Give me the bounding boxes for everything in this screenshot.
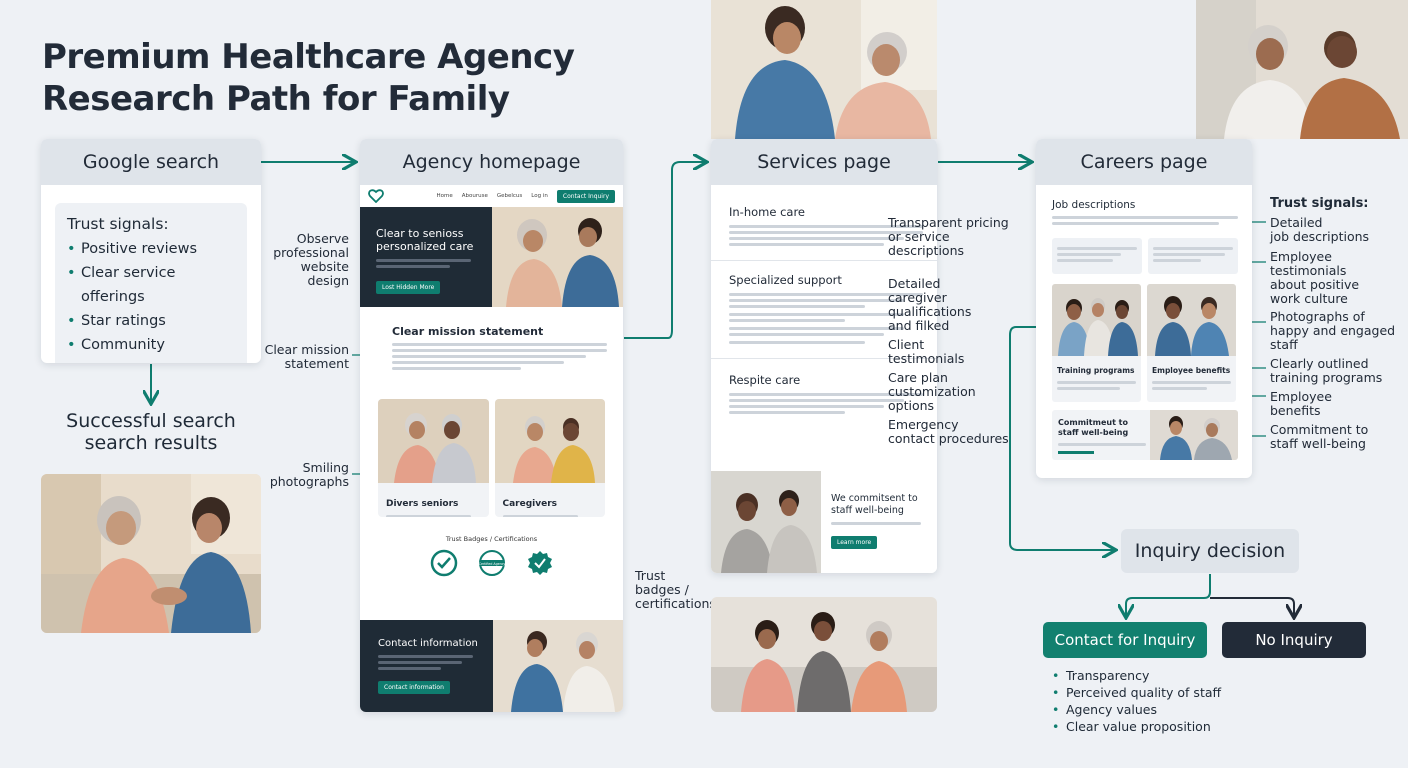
list-item: Clear service offerings: [67, 261, 235, 309]
google-search-card: Google search Trust signals: Positive re…: [41, 139, 261, 363]
family-sofa-photo: [711, 597, 937, 712]
careers-jobdesc: Job descriptions: [1036, 185, 1252, 225]
agency-homepage-header: Agency homepage: [360, 139, 623, 185]
annotation-trust-badges: Trust badges / certifications: [635, 568, 716, 611]
nav-login[interactable]: Log in: [531, 193, 548, 199]
nav-contact-button[interactable]: Contact Inquiry: [556, 189, 615, 203]
list-item: Transparency: [1052, 667, 1272, 684]
homepage-contact: Contact information Contact information: [360, 620, 623, 712]
list-item: Agency values: [1052, 701, 1272, 718]
list-item: Community presence: [67, 333, 235, 363]
check-badge-icon: [430, 549, 457, 577]
homepage-nav: Home Abouruse Gebelcus Log in Contact In…: [360, 185, 623, 207]
homepage-hero: Clear to senioss personalized care Lost …: [360, 207, 623, 307]
hero-photo: [492, 207, 623, 307]
benefits-tile: Employee benefits: [1147, 284, 1236, 402]
no-inquiry-button[interactable]: No Inquiry: [1222, 622, 1366, 658]
annotation-smiling-photos: Smiling photographs: [269, 460, 349, 489]
annotation-observe-design: Observe professional website design: [273, 231, 349, 288]
svg-text:Certified Agency: Certified Agency: [478, 562, 505, 566]
nav-services[interactable]: Gebelcus: [496, 193, 523, 199]
heart-logo-icon: [368, 189, 384, 203]
annotation-pricing: Transparent pricing or service descripti…: [888, 215, 1009, 258]
nav-about[interactable]: Abouruse: [461, 193, 488, 199]
annotation-job-descriptions: Detailed job descriptions: [1270, 215, 1370, 244]
list-item: Perceived quality of staff: [1052, 684, 1272, 701]
service-specialized: Specialized support: [711, 261, 937, 344]
agency-homepage-card: Agency homepage Home Abouruse Gebelcus L…: [360, 139, 623, 712]
annotation-training: Clearly outlined training programs: [1270, 356, 1383, 385]
annotation-staff-photos: Photographs of happy and engaged staff: [1270, 309, 1396, 352]
list-item: Clear value proposition: [1052, 718, 1272, 735]
award-badge-icon: [527, 551, 552, 575]
inquiry-decision-node: Inquiry decision: [1121, 529, 1299, 573]
training-tile: Training programs: [1052, 284, 1141, 402]
annotation-emergency: Emergency contact procedures: [888, 417, 1009, 446]
list-item: Star ratings: [67, 309, 235, 333]
certified-badge-icon: Certified Agency: [478, 550, 505, 576]
search-results-label: Successful search search results: [66, 410, 236, 454]
homepage-tiles: Divers seniors Caregivers: [360, 373, 623, 517]
service-inhome: In-home care: [711, 185, 937, 246]
page-title: Premium Healthcare Agency Research Path …: [42, 37, 575, 119]
senior-couple-photo: [1196, 0, 1408, 139]
careers-commitment: Commitmeut to staff well-being: [1052, 410, 1238, 460]
annotation-benefits: Employee benefits: [1270, 389, 1332, 418]
careers-trust-title: Trust signals:: [1270, 196, 1369, 211]
annotation-careplan: Care plan customization options: [888, 370, 976, 413]
learn-more-button[interactable]: Learn more: [831, 536, 878, 549]
staff-photo: [711, 471, 821, 573]
homepage-badges: Trust Badges / Certifications Certified …: [360, 517, 623, 577]
homepage-mission: Clear mission statement: [360, 307, 623, 370]
google-trust-box: Trust signals: Positive reviews Clear se…: [55, 203, 247, 363]
decision-factors-list: Transparency Perceived quality of staff …: [1052, 667, 1272, 735]
caregiver-senior-photo: [41, 474, 261, 633]
services-staff-strip: We commitsent to staff well-being Learn …: [711, 471, 937, 573]
services-page-card: Services page In-home care Specialized s…: [711, 139, 937, 573]
nurse-senior-photo: [711, 0, 937, 139]
list-item: Positive reviews: [67, 237, 235, 261]
annotation-caregiver: Detailed caregiver qualifications and fi…: [888, 276, 972, 333]
nav-home[interactable]: Home: [436, 193, 453, 199]
contact-photo: [493, 620, 623, 712]
services-page-header: Services page: [711, 139, 937, 185]
annotation-client-testimonials: Client testimonials: [888, 337, 965, 366]
careers-page-card: Careers page Job descriptions Training p…: [1036, 139, 1252, 478]
google-trust-list: Positive reviews Clear service offerings…: [67, 237, 235, 363]
annotation-employee-testimonials: Employee testimonials about positive wor…: [1270, 249, 1360, 306]
careers-page-header: Careers page: [1036, 139, 1252, 185]
contact-for-inquiry-button[interactable]: Contact for Inquiry: [1043, 622, 1207, 658]
hero-button[interactable]: Lost Hidden More: [376, 281, 441, 294]
google-search-header: Google search: [41, 139, 261, 185]
service-respite: Respite care: [711, 359, 937, 414]
annotation-mission: Clear mission statement: [264, 342, 349, 371]
contact-button[interactable]: Contact information: [378, 681, 450, 694]
tile-seniors: Divers seniors: [378, 399, 489, 517]
annotation-commitment: Commitment to staff well-being: [1270, 422, 1369, 451]
google-trust-title: Trust signals:: [67, 215, 169, 233]
tile-caregivers: Caregivers: [494, 399, 605, 517]
